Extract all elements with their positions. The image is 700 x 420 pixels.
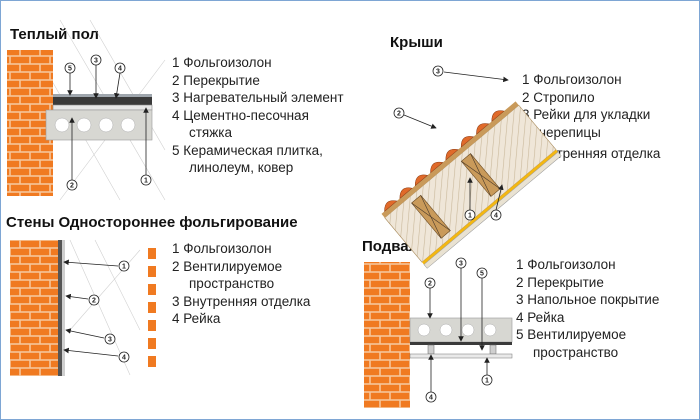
roof-tiles (384, 110, 505, 212)
legend-item: 4 Рейка (172, 311, 221, 326)
legend-item: 3 Рейки для укладки (522, 107, 651, 122)
callout-number: 3 (108, 337, 112, 344)
callout-number: 1 (122, 264, 126, 271)
legend-item: 5 Керамическая плитка, (172, 142, 323, 158)
legend-item: 2 Вентилируемое (172, 258, 283, 274)
battens (148, 248, 156, 367)
legend-item: 5 Вентилируемое (516, 327, 627, 342)
legend-item: 3 Напольное покрытие (516, 292, 660, 307)
legend-item: 2 Перекрытие (516, 274, 604, 290)
inner-finish (62, 240, 65, 376)
foil-layer (58, 240, 62, 376)
callout-number: 2 (397, 111, 401, 118)
walls-illustration: 1 2 3 4 (10, 239, 156, 376)
legend-item-cont: пространство (533, 344, 619, 360)
callout-number: 5 (68, 66, 72, 73)
callout-number: 4 (429, 395, 433, 402)
legend-item: 2 Стропило (522, 89, 595, 105)
legend-item: 1 Фольгоизолон (172, 241, 272, 256)
legend-item: 3 Нагревательный элемент (172, 90, 344, 105)
legend-item: 1 Фольгоизолон (172, 55, 272, 70)
roof-callouts: 3 2 1 4 (393, 65, 502, 221)
floor-legend: 1 Фольгоизолон 2 Перекрытие 3 Нагревател… (172, 54, 344, 177)
basement-illustration: 2 3 5 4 1 (364, 257, 513, 408)
brick-wall (364, 262, 410, 408)
legend-item: 1 Фольгоизолон (522, 72, 622, 87)
callout-number: 5 (480, 271, 484, 278)
brick-wall (10, 240, 58, 376)
legend-item: 1 Фольгоизолон (516, 257, 616, 272)
callout-number: 1 (468, 213, 472, 220)
callout-number: 3 (459, 261, 463, 268)
battens (427, 344, 497, 355)
callout-number: 4 (118, 66, 122, 73)
walls-callouts: 1 2 3 4 (88, 260, 130, 363)
brick-wall (7, 50, 53, 196)
callout-number: 3 (436, 69, 440, 76)
legend-item: 4 Рейка (516, 309, 565, 325)
legend-item-cont: пространство (189, 276, 275, 291)
callout-number: 2 (428, 281, 432, 288)
callout-number: 4 (494, 213, 498, 220)
callout-number: 1 (485, 378, 489, 385)
roof-legend: 1 Фольгоизолон 2 Стропило 3 Рейки для ук… (522, 71, 660, 163)
foil-layer (421, 149, 558, 265)
basement-legend: 1 Фольгоизолон 2 Перекрытие 3 Напольное … (516, 256, 659, 361)
walls-legend: 1 Фольгоизолон 2 Вентилируемое пространс… (172, 240, 310, 328)
tile-layer (53, 94, 152, 97)
callout-number: 2 (70, 183, 74, 190)
callout-number: 4 (122, 355, 126, 362)
screed-layer (53, 97, 152, 105)
legend-item-cont: линолеум, ковер (189, 160, 294, 175)
roof-illustration: 3 2 1 4 (381, 65, 562, 269)
floor-covering (410, 342, 512, 345)
foil-layer (52, 104, 153, 111)
walls-title: Стены Одностороннее фольгирование (6, 214, 298, 231)
roof-title: Крыши (390, 34, 443, 51)
legend-item: 4 Цементно-песочная (172, 107, 309, 123)
legend-item-cont: черепицы (539, 124, 601, 140)
floor-title: Теплый пол (10, 26, 99, 43)
floor-callouts: 5 3 4 2 1 (64, 54, 152, 191)
callout-number: 3 (94, 58, 98, 65)
battens (381, 101, 519, 218)
floor-illustration: 5 3 4 2 1 (7, 19, 166, 201)
basement-callouts: 2 3 5 4 1 (424, 257, 493, 403)
callout-number: 1 (144, 178, 148, 185)
foil-layer (409, 353, 513, 359)
callout-number: 2 (92, 298, 96, 305)
legend-item-cont: стяжка (189, 125, 232, 140)
legend-item: 2 Перекрытие (172, 72, 260, 88)
legend-item: 3 Внутренняя отделка (172, 293, 311, 309)
